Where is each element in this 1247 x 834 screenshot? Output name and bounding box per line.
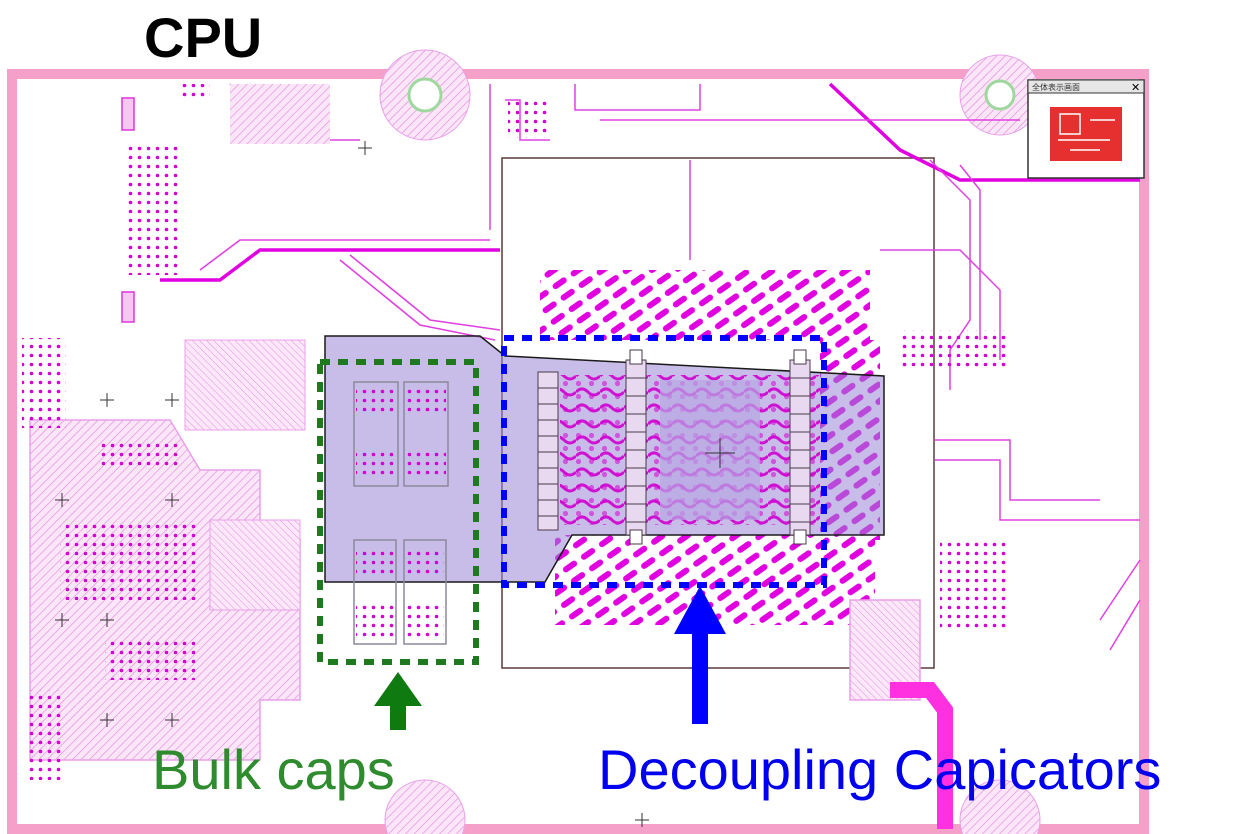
- right-traces: [828, 82, 1141, 829]
- bulk-capacitor-footprints: [353, 381, 449, 645]
- page-title: CPU: [144, 6, 263, 69]
- bulk-capacitor-vias: [356, 386, 446, 640]
- crosshair-markers: [55, 141, 649, 827]
- bulk-caps-arrow: [374, 672, 422, 730]
- close-icon[interactable]: ✕: [1131, 81, 1140, 94]
- bulk-caps-label: Bulk caps: [152, 738, 395, 801]
- decap-pattern: [560, 375, 820, 525]
- minimap-caption: 全体表示画面: [1032, 82, 1080, 92]
- top-center-traces: [489, 84, 1020, 260]
- decoupling-arrow: [674, 586, 726, 724]
- capacitor-dividers: [538, 377, 810, 523]
- left-copper-region: [22, 338, 306, 780]
- bulk-caps-highlight-box: [317, 359, 479, 665]
- minimap-window: [1027, 79, 1145, 179]
- decoupling-capacitor-columns: [537, 349, 811, 545]
- decoupling-highlight-box: [501, 335, 827, 588]
- mounting-holes: [379, 49, 1041, 834]
- decoupling-capacitors-label: Decoupling Capicators: [598, 738, 1162, 801]
- upper-left-traces: [121, 83, 501, 341]
